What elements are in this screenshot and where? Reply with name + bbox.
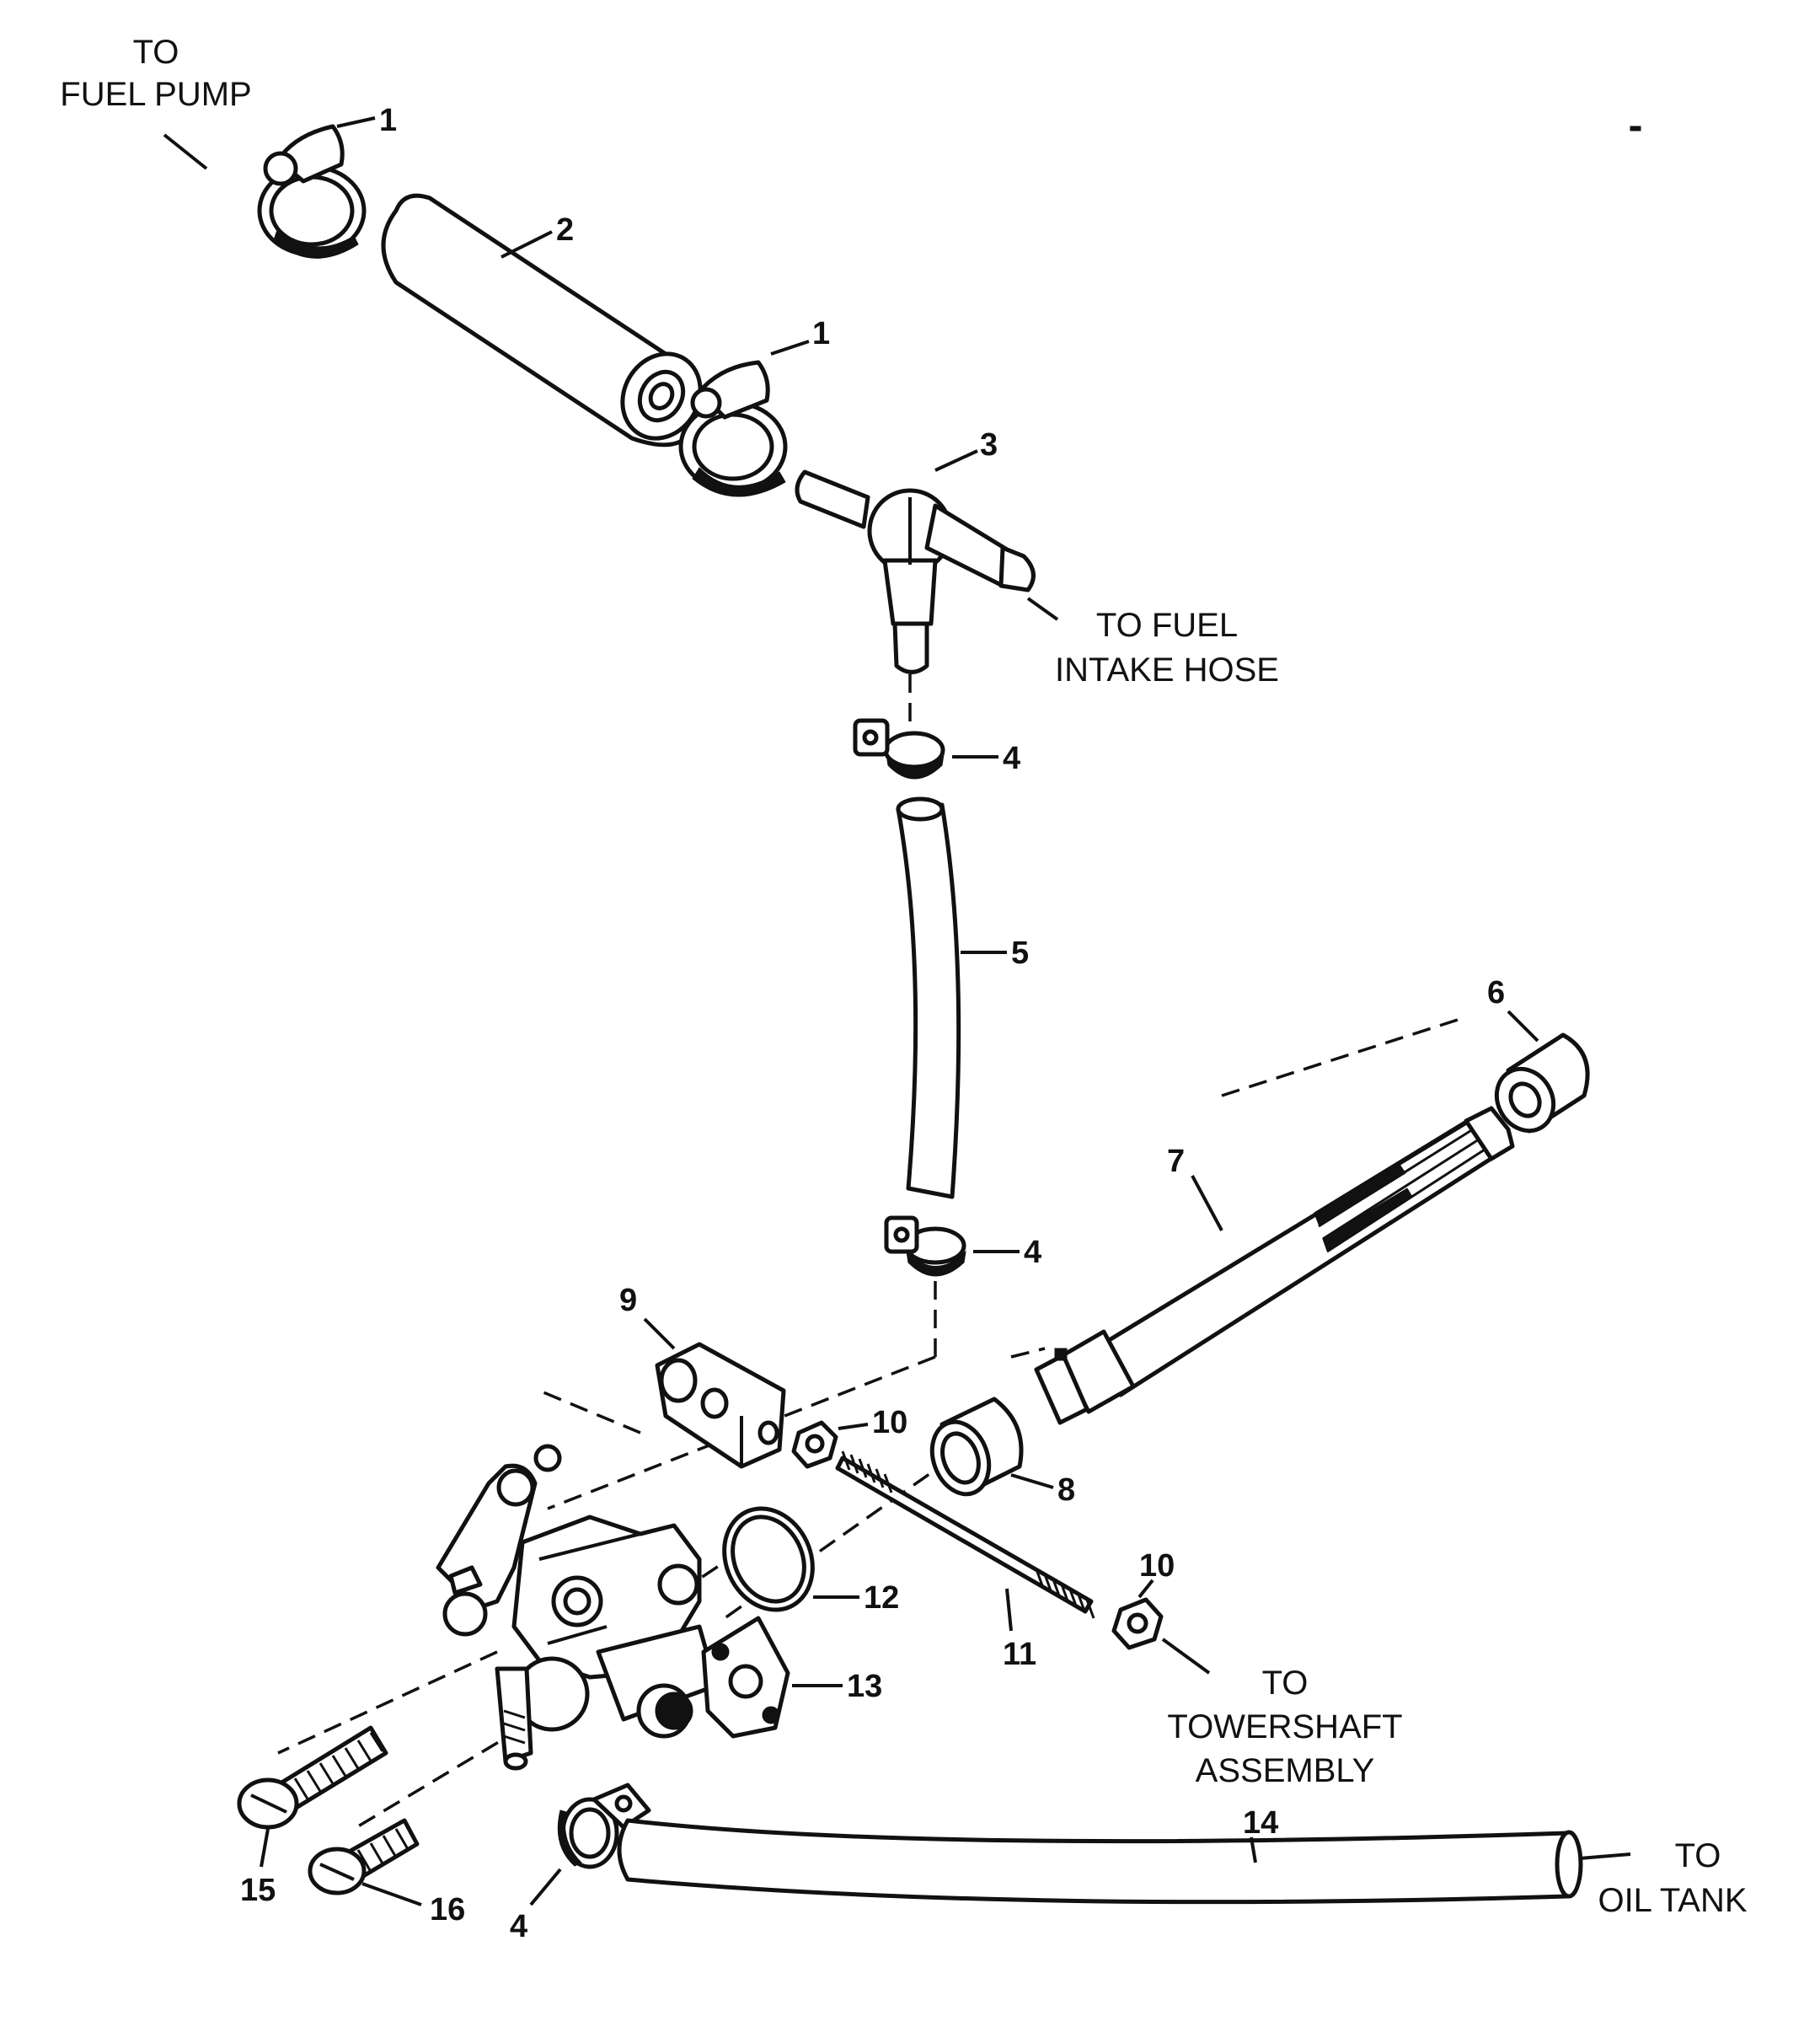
scan-speck [1630, 126, 1641, 131]
drive-shaft [1034, 1106, 1515, 1425]
hex-nut-lower [1111, 1597, 1164, 1650]
note-to-fuel-pump-line2: FUEL PUMP [60, 76, 251, 113]
callout-3: 3 [980, 427, 998, 463]
small-clamp-bottom [884, 1215, 966, 1277]
callout-16: 16 [430, 1892, 465, 1927]
note-to-towershaft-line3: ASSEMBLY [1196, 1752, 1375, 1789]
oil-hose [617, 1818, 1583, 1905]
callout-1-upper: 1 [379, 103, 397, 138]
oil-pump-assembly [436, 1444, 790, 1771]
curved-hose [896, 796, 961, 1199]
callout-8: 8 [1057, 1472, 1075, 1508]
callout-2: 2 [556, 212, 574, 248]
threaded-rod [835, 1450, 1095, 1619]
note-to-fuel-intake-hose-line1: TO FUEL [1096, 607, 1238, 644]
callout-13: 13 [847, 1669, 882, 1704]
small-clamp-top [853, 718, 945, 780]
callout-4-middle: 4 [1024, 1235, 1041, 1270]
callout-14: 14 [1243, 1805, 1278, 1841]
fuel-hose [381, 193, 703, 448]
note-to-fuel-pump-line1: TO [133, 34, 179, 71]
note-to-oil-tank-line2: OIL TANK [1598, 1882, 1747, 1919]
note-to-towershaft-line1: TO [1262, 1665, 1309, 1702]
callouts: 1 2 1 3 4 5 4 6 7 9 10 8 10 12 11 13 14 … [240, 103, 1505, 1944]
callout-10-lower: 10 [1139, 1548, 1175, 1584]
link-bracket [655, 1342, 786, 1469]
callout-7: 7 [1167, 1144, 1185, 1179]
callout-4-bottom: 4 [510, 1909, 527, 1944]
hose-clamp-middle [678, 360, 788, 497]
callout-10-upper: 10 [872, 1405, 907, 1440]
tee-fitting [795, 469, 1036, 674]
callout-12: 12 [864, 1580, 899, 1616]
short-screw [308, 1818, 420, 1895]
note-to-towershaft-line2: TOWERSHAFT [1167, 1708, 1402, 1745]
bushing [1494, 1032, 1590, 1134]
note-to-oil-tank-line1: TO [1675, 1837, 1721, 1874]
hex-nut-upper [791, 1420, 838, 1469]
callout-11: 11 [1003, 1637, 1036, 1672]
callout-6: 6 [1487, 975, 1505, 1011]
leader-lines [163, 116, 1631, 1906]
hose-clamp-upper [257, 124, 367, 259]
note-to-fuel-intake-hose-line2: INTAKE HOSE [1055, 651, 1279, 689]
callout-5: 5 [1011, 936, 1029, 971]
callout-15: 15 [240, 1873, 276, 1908]
connection-notes: TO FUEL PUMP TO FUEL INTAKE HOSE TO TOWE… [60, 34, 1748, 1919]
callout-9: 9 [619, 1283, 637, 1318]
long-screw [237, 1725, 388, 1830]
callout-1-lower: 1 [812, 316, 830, 351]
small-clamp-oil-hose [557, 1783, 651, 1869]
o-ring [722, 1506, 815, 1612]
sleeve-bushing [929, 1397, 1024, 1497]
callout-4-top: 4 [1003, 741, 1020, 776]
